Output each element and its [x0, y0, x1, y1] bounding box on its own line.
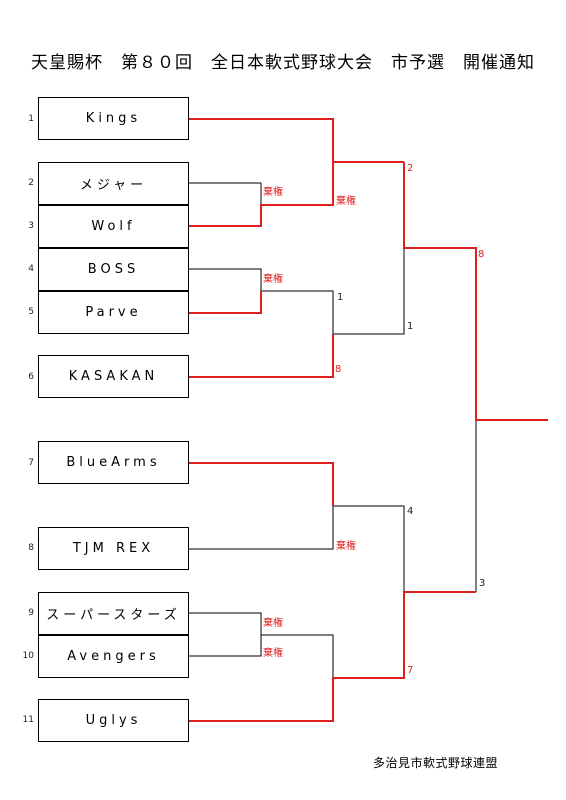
score-label: 1: [337, 292, 344, 303]
winner-line: [189, 334, 334, 378]
forfeit-label: 棄権: [263, 187, 283, 198]
seed-number: 2: [28, 178, 34, 188]
winner-line: [189, 291, 262, 314]
team-box-superstars: スーパースターズ: [38, 592, 189, 635]
seed-number: 11: [22, 715, 34, 725]
score-label: 3: [479, 578, 486, 589]
team-box-boss: BOSS: [38, 248, 189, 291]
bracket-line: [333, 248, 405, 335]
winner-line: [403, 162, 548, 421]
team-box-major: メジャー: [38, 162, 189, 205]
bracket-line: [333, 505, 405, 592]
seed-number: 1: [28, 114, 34, 124]
winner-line: [189, 162, 334, 227]
team-box-parve: Parve: [38, 291, 189, 334]
forfeit-label: 棄権: [336, 196, 356, 207]
seed-number: 3: [28, 221, 34, 231]
bracket-line: [189, 612, 262, 635]
seed-number: 10: [22, 651, 34, 661]
bracket-line: [189, 506, 334, 550]
seed-number: 7: [28, 458, 34, 468]
team-box-avengers: Avengers: [38, 635, 189, 678]
forfeit-label: 棄権: [263, 648, 283, 659]
winner-line: [189, 118, 404, 163]
bracket-line: [189, 635, 262, 657]
seed-number: 6: [28, 372, 34, 382]
team-box-bluearms: BlueArms: [38, 441, 189, 484]
bracket-line: [261, 290, 334, 334]
seed-number: 4: [28, 264, 34, 274]
score-label: 4: [407, 506, 414, 517]
score-label: 1: [407, 321, 414, 332]
winner-line: [189, 462, 334, 506]
score-label: 8: [335, 364, 342, 375]
team-box-kings: Kings: [38, 97, 189, 140]
team-box-uglys: Uglys: [38, 699, 189, 742]
winner-line: [189, 591, 476, 722]
seed-number: 9: [28, 608, 34, 618]
team-box-tjm-rex: TJM REX: [38, 527, 189, 570]
bracket-line: [189, 268, 262, 291]
team-box-wolf: Wolf: [38, 205, 189, 248]
score-label: 7: [407, 665, 414, 676]
forfeit-label: 棄権: [263, 618, 283, 629]
score-label: 8: [478, 249, 485, 260]
forfeit-label: 棄権: [336, 541, 356, 552]
forfeit-label: 棄権: [263, 274, 283, 285]
bracket-line: [261, 634, 334, 678]
score-label: 2: [407, 163, 414, 174]
organizer-name: 多治見市軟式野球連盟: [373, 756, 499, 770]
bracket-line: [189, 182, 262, 205]
seed-number: 5: [28, 307, 34, 317]
seed-number: 8: [28, 543, 34, 553]
team-box-kasakan: KASAKAN: [38, 355, 189, 398]
page-title: 天皇賜杯 第８０回 全日本軟式野球大会 市予選 開催通知: [31, 53, 535, 73]
